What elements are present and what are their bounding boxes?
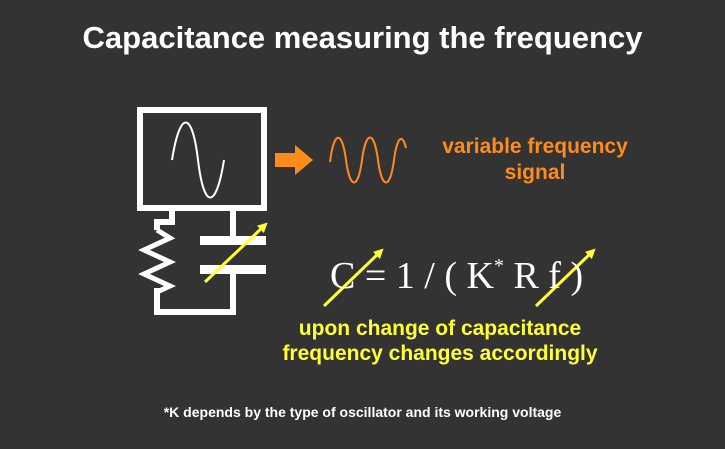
capacitance-formula: C = 1 / ( K* R f ) bbox=[330, 254, 583, 298]
caption-line2: frequency changes accordingly bbox=[282, 342, 598, 365]
footnote: *K depends by the type of oscillator and… bbox=[163, 404, 562, 420]
formula-rhs: R f ) bbox=[503, 255, 584, 297]
formula-superscript: * bbox=[493, 255, 504, 277]
frequency-arrow bbox=[534, 248, 596, 308]
capacitance-arrow bbox=[322, 248, 384, 308]
oscillator-icon bbox=[137, 107, 267, 211]
signal-label-line1: variable frequency bbox=[442, 135, 628, 158]
resistor-icon bbox=[138, 227, 176, 295]
sine-wave-icon bbox=[329, 136, 407, 184]
capacitor-icon bbox=[200, 236, 266, 274]
arrow-right-icon bbox=[275, 145, 313, 175]
circuit-wires bbox=[154, 208, 236, 315]
formula-lhs: C = 1 / ( K bbox=[330, 255, 494, 297]
signal-label-line2: signal bbox=[504, 161, 566, 184]
capacitor-variable-arrow bbox=[203, 222, 268, 284]
signal-label: variable frequency signal bbox=[420, 134, 650, 186]
formula-caption: upon change of capacitance frequency cha… bbox=[240, 316, 640, 366]
caption-line1: upon change of capacitance bbox=[298, 317, 582, 340]
page-title: Capacitance measuring the frequency bbox=[82, 20, 643, 55]
